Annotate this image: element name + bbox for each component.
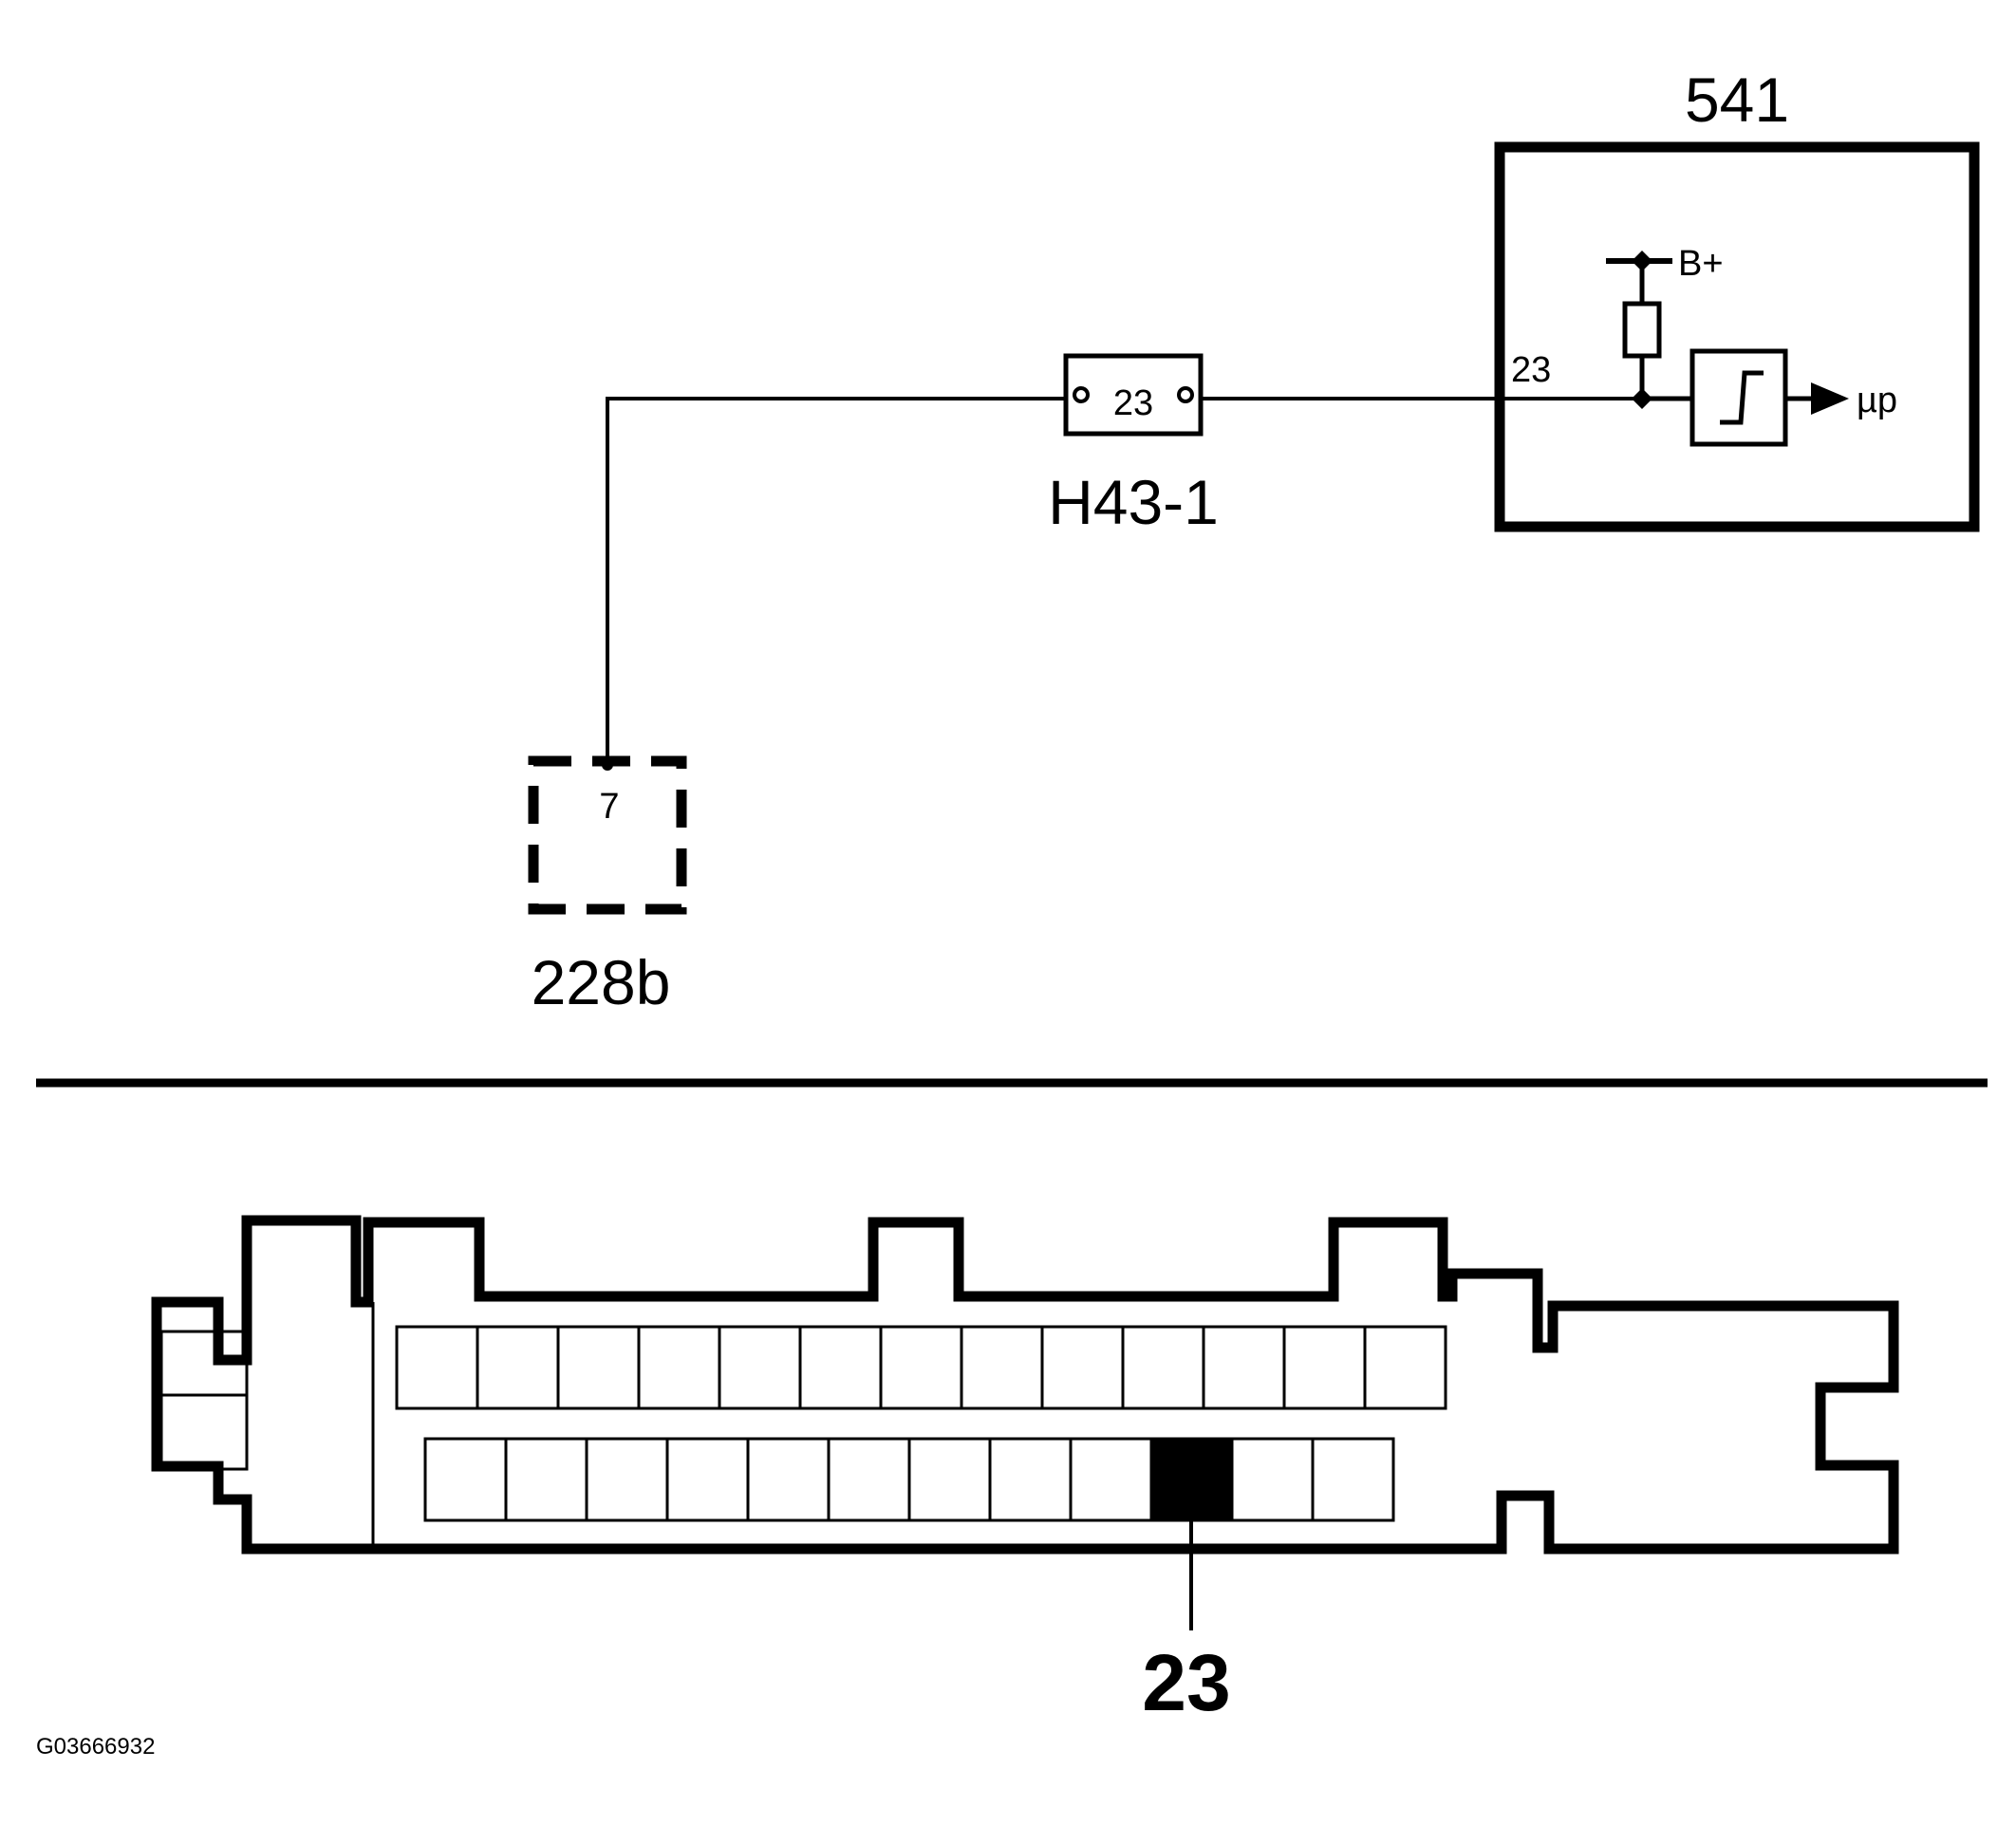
top-row-cavity — [1040, 1325, 1125, 1410]
bottom-row-cavity — [746, 1437, 831, 1522]
connector-h43-1-terminal-right — [1177, 386, 1194, 403]
module-541-pin-label: 23 — [1511, 350, 1551, 390]
component-228b-label: 228b — [532, 947, 671, 1017]
connector-face-view: 23 — [151, 1215, 1899, 1727]
bottom-row-cavity — [1311, 1437, 1395, 1522]
bottom-row-cavity — [1069, 1437, 1153, 1522]
top-row-cavity — [960, 1325, 1044, 1410]
bottom-row-cavity — [665, 1437, 750, 1522]
wire-segment-h43-to-228b — [606, 397, 1066, 764]
top-row-cavity — [476, 1325, 560, 1410]
connector-h43-1-terminal-left — [1073, 386, 1090, 403]
cavity-row-top — [395, 1325, 1447, 1410]
cavity-highlighted — [1149, 1437, 1234, 1522]
top-row-cavity — [1363, 1325, 1447, 1410]
cavity-row-bottom — [423, 1437, 1395, 1522]
bottom-row-cavity — [504, 1437, 588, 1522]
top-row-cavity — [1282, 1325, 1367, 1410]
bottom-row-cavity — [1230, 1437, 1315, 1522]
output-arrow-icon — [1811, 382, 1849, 415]
top-row-cavity — [637, 1325, 721, 1410]
connector-h43-1-label: H43-1 — [1048, 467, 1219, 537]
pullup-resistor — [1622, 301, 1662, 359]
bottom-row-cavity — [423, 1437, 508, 1522]
top-row-cavity — [395, 1325, 479, 1410]
supply-label: B+ — [1678, 244, 1724, 284]
top-row-cavity — [1121, 1325, 1205, 1410]
component-228b: 7 228b — [528, 755, 687, 1017]
highlighted-pin-label: 23 — [1142, 1638, 1230, 1727]
connector-h43-1-pin-label: 23 — [1113, 383, 1153, 423]
component-228b-terminal — [602, 759, 613, 771]
latch-detail — [159, 1330, 249, 1471]
connector-h43-1: 23 H43-1 — [1048, 353, 1219, 537]
module-541: 541 23 B+ µp — [1494, 65, 1980, 532]
signal-wire — [606, 397, 1642, 764]
component-228b-box — [528, 755, 687, 915]
module-541-label: 541 — [1685, 65, 1789, 135]
top-row-cavity — [879, 1325, 963, 1410]
connector-housing-outline — [151, 1215, 1899, 1555]
top-row-cavity — [1202, 1325, 1286, 1410]
figure-code: G03666932 — [36, 1734, 155, 1760]
bottom-row-cavity — [988, 1437, 1073, 1522]
schmitt-trigger-box — [1689, 348, 1788, 447]
output-label: µp — [1857, 381, 1897, 420]
top-row-cavity — [798, 1325, 883, 1410]
component-228b-pin-label: 7 — [599, 787, 619, 827]
top-row-cavity — [556, 1325, 641, 1410]
top-row-cavity — [718, 1325, 802, 1410]
bottom-row-cavity — [585, 1437, 669, 1522]
bottom-row-cavity — [907, 1437, 992, 1522]
module-541-box — [1494, 141, 1980, 532]
schmitt-trigger-symbol — [1720, 370, 1764, 425]
bottom-row-cavity — [827, 1437, 911, 1522]
